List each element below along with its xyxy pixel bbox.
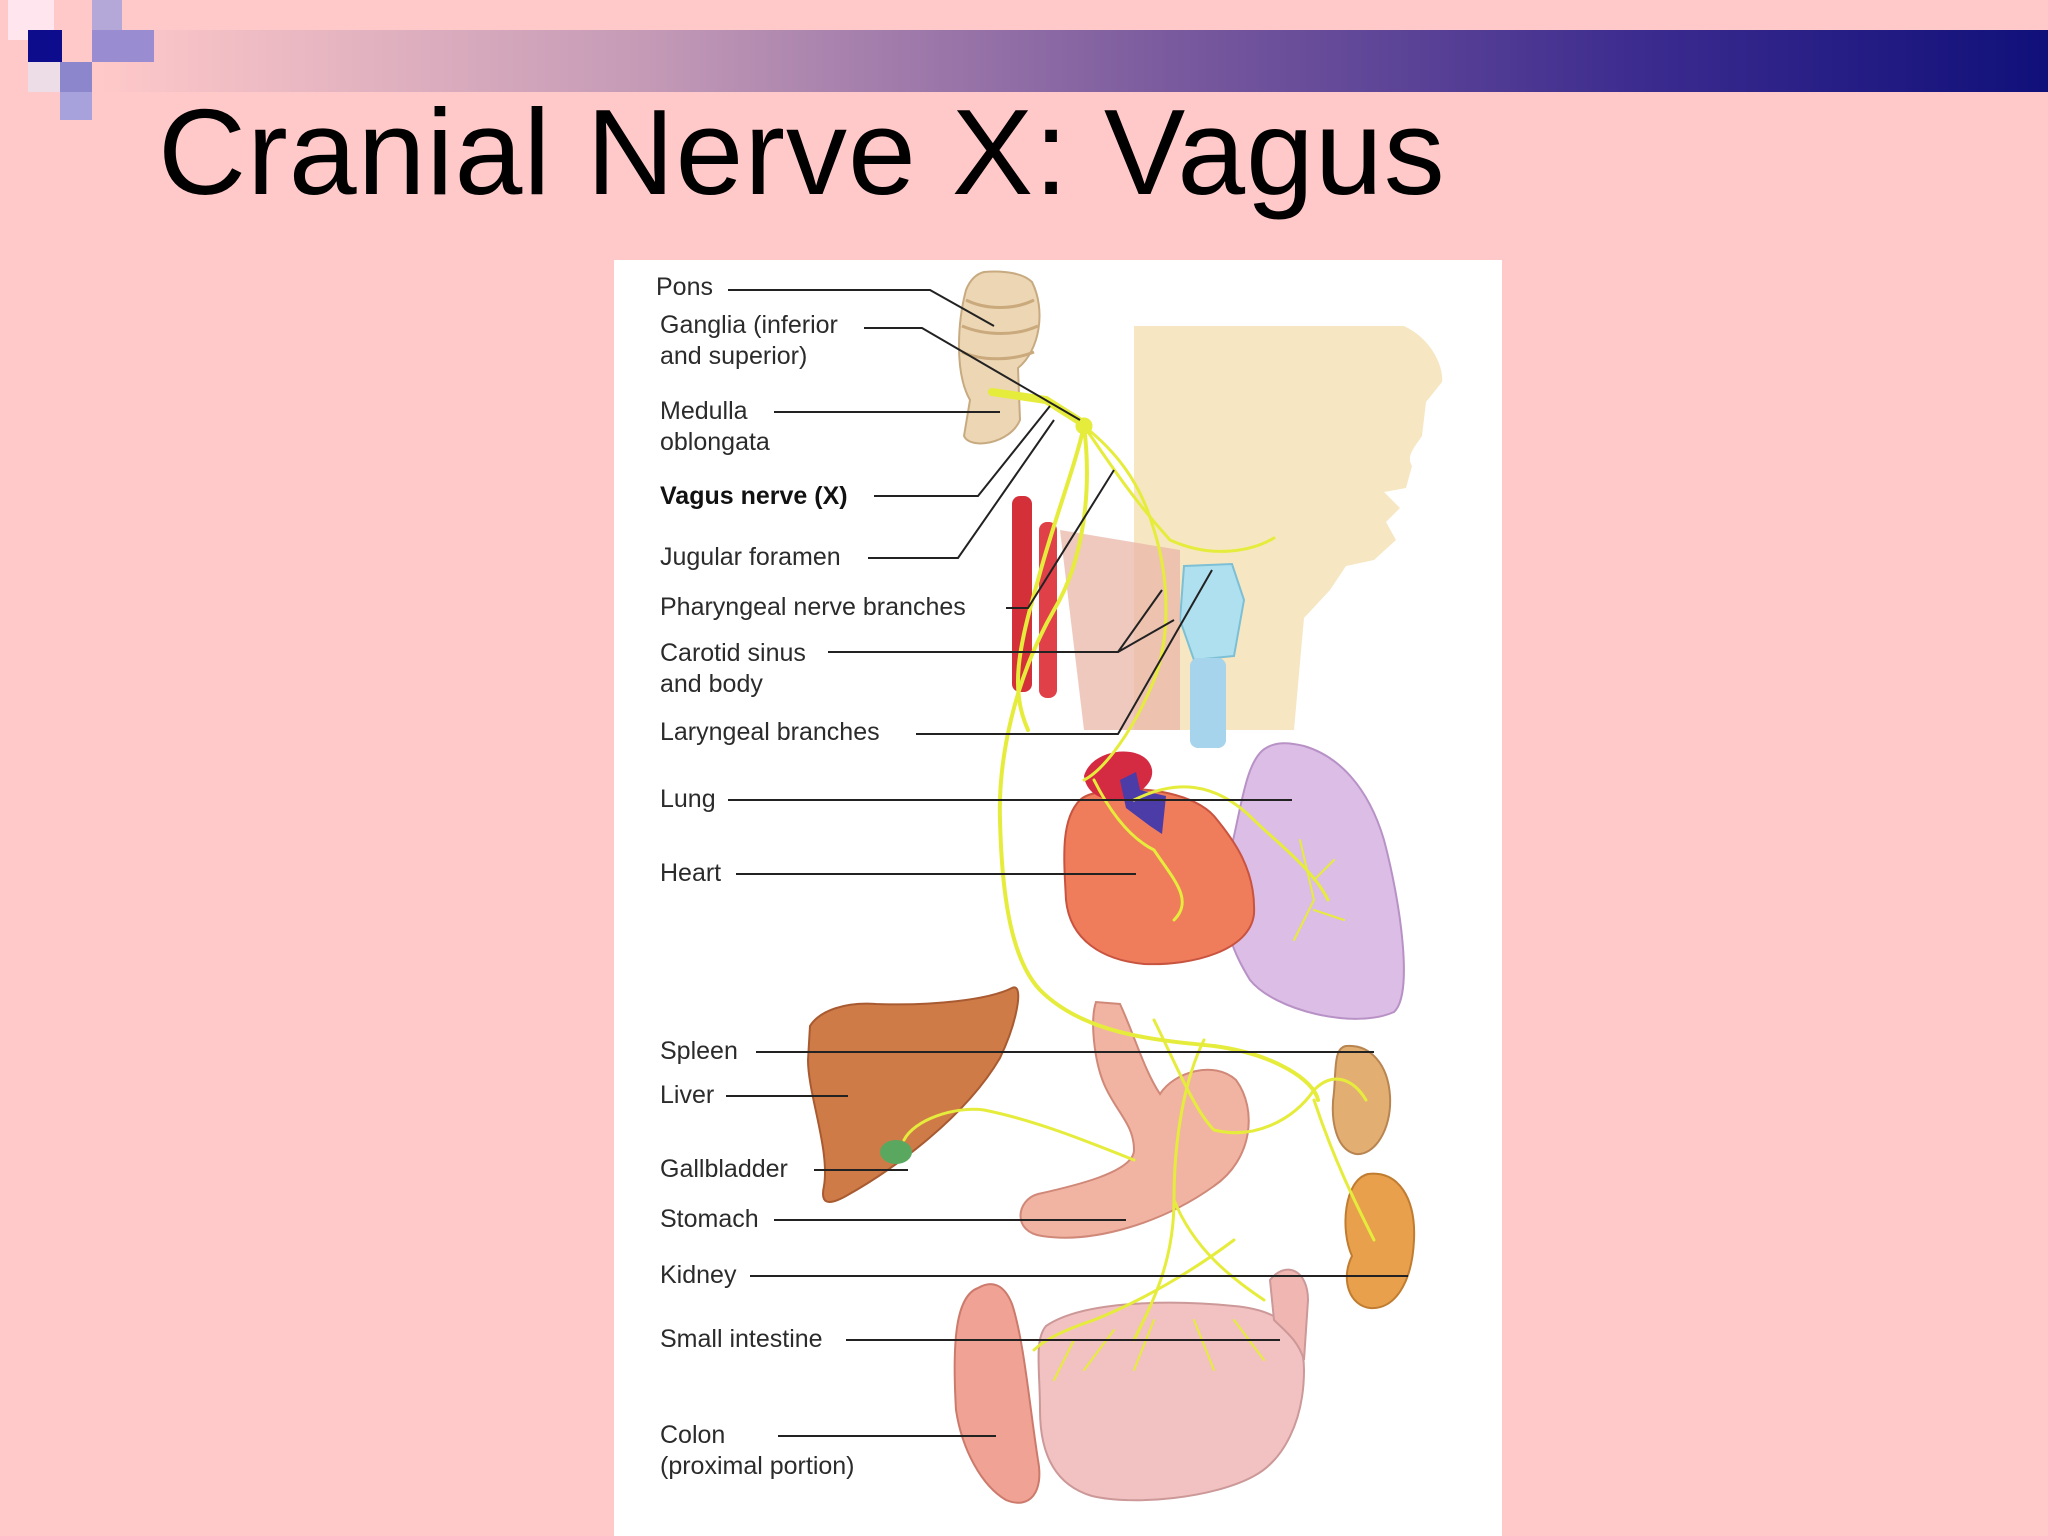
kidney-shape: [1344, 1172, 1416, 1310]
label-pharyngeal-branches: Pharyngeal nerve branches: [660, 593, 966, 621]
label-stomach: Stomach: [660, 1205, 759, 1233]
label-laryngeal-branches: Laryngeal branches: [660, 718, 880, 746]
slide-title: Cranial Nerve X: Vagus: [158, 84, 1446, 220]
spleen-shape: [1331, 1044, 1392, 1156]
label-colon-line2: (proximal portion): [660, 1452, 855, 1480]
label-carotid-line1: Carotid sinus: [660, 639, 806, 667]
gallbladder-shape: [880, 1140, 912, 1164]
label-gallbladder: Gallbladder: [660, 1155, 788, 1183]
label-medulla-line1: Medulla: [660, 397, 748, 425]
anatomy-illustration: [726, 270, 1443, 1504]
label-jugular-foramen: Jugular foramen: [660, 543, 841, 571]
label-medulla-line2: oblongata: [660, 428, 770, 456]
label-spleen: Spleen: [660, 1037, 738, 1065]
label-lung: Lung: [660, 785, 716, 813]
label-carotid-line2: and body: [660, 670, 763, 698]
label-ganglia-line1: Ganglia (inferior: [660, 311, 838, 339]
vagus-nerve-paths: [902, 388, 1376, 1381]
title-banner-gradient: [100, 30, 2048, 92]
leader-lines: [726, 289, 1408, 1437]
label-small-intestine: Small intestine: [660, 1325, 823, 1353]
head-silhouette: [1134, 326, 1443, 730]
heart-shape: [1063, 751, 1256, 966]
liver-shape: [806, 986, 1020, 1203]
brainstem: [958, 270, 1041, 445]
label-heart: Heart: [660, 859, 722, 887]
label-ganglia-line2: and superior): [660, 342, 808, 370]
label-colon-line1: Colon: [660, 1421, 726, 1449]
label-kidney: Kidney: [660, 1261, 737, 1289]
label-pons: Pons: [656, 273, 713, 301]
label-liver: Liver: [660, 1081, 715, 1109]
colon-shape: [953, 1283, 1041, 1504]
small-intestine-shape: [1037, 1301, 1306, 1502]
label-vagus-nerve: Vagus nerve (X): [660, 482, 848, 510]
vagus-nerve-diagram: Pons Ganglia (inferior and superior) Med…: [614, 260, 1502, 1536]
